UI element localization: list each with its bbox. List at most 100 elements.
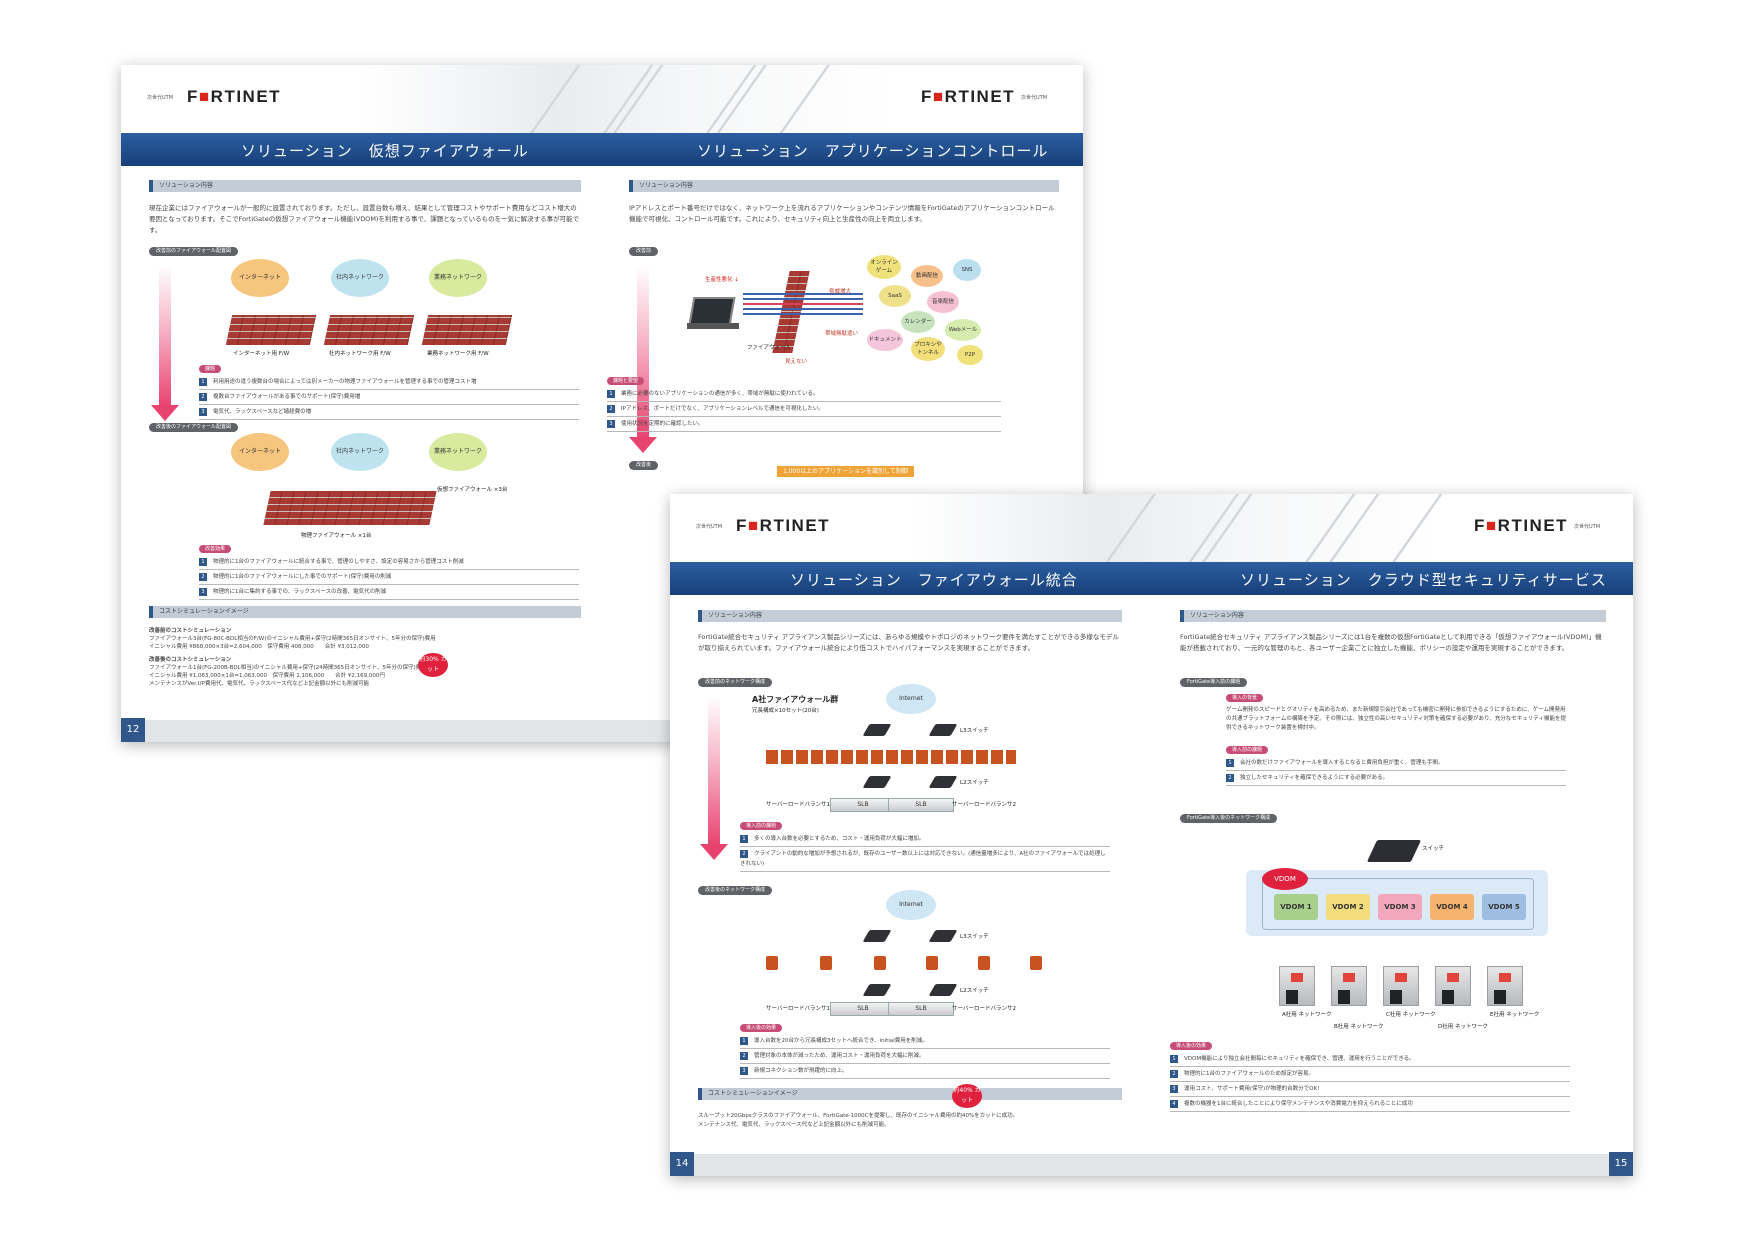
- slb2-label: サーバーロードバランサ2: [952, 800, 1016, 808]
- page-footer: [670, 1154, 1633, 1176]
- page-title: ソリューション 仮想ファイアウォール: [241, 140, 529, 161]
- page-number: 14: [670, 1152, 694, 1176]
- fw-caption: 物理ファイアウォール ×1台: [301, 531, 371, 539]
- l2-switch-icon: [863, 776, 892, 788]
- l3-switch-icon: [929, 930, 958, 942]
- section-heading: ソリューション内容: [629, 180, 1059, 192]
- savings-badge: 約40% カット: [952, 1084, 982, 1108]
- pc-icon: [1442, 990, 1454, 1004]
- diagram-label: 改善前のファイアウォール配置図: [149, 247, 238, 256]
- effects-tag: 改善効果: [199, 545, 231, 553]
- intro-text: IPアドレスとポート番号だけではなく、ネットワーク上を流れるアプリケーションやコ…: [629, 203, 1059, 225]
- internet-cloud: Internet: [886, 684, 936, 714]
- vdom-box: VDOM 3: [1378, 894, 1422, 920]
- pc-icon: [1338, 990, 1350, 1004]
- intro-text: 現在企業にはファイアウォールが一般的に設置されております。ただし、設置台数も増え…: [149, 203, 581, 236]
- issues-tag: 導入前の課題: [740, 822, 782, 830]
- arrow-icon: [708, 696, 720, 846]
- l2-switch-icon: [929, 984, 958, 996]
- vdom-badge: VDOM: [1262, 868, 1308, 890]
- background-tag: 導入の背景: [1226, 694, 1263, 702]
- section-heading: ソリューション内容: [1180, 610, 1606, 622]
- l2-switch-icon: [863, 984, 892, 996]
- title-bar: ソリューション 仮想ファイアウォール ソリューション アプリケーションコントロー…: [121, 133, 1083, 166]
- firewall-wall: [324, 315, 414, 345]
- firewall-wall: [772, 271, 809, 353]
- slb-device: SLB: [830, 798, 896, 812]
- firewall-icon: [926, 956, 938, 970]
- firewall-wall: [422, 315, 512, 345]
- l2-label: L2スイッチ: [960, 778, 989, 786]
- effect-list: 1物理的に1台のファイアウォールに統合する事で、管理のしやすさ、設定の容易さから…: [199, 555, 579, 600]
- list-item: 4複数の機器を1台に統合したことにより保守メンテナンスや消費電力を抑えられること…: [1170, 1097, 1570, 1112]
- l3-label: L3スイッチ: [960, 726, 989, 734]
- laptop-icon: [689, 297, 736, 325]
- diagram-label: FortiGate導入前の課題: [1180, 678, 1247, 687]
- cloud-internet: インターネット: [231, 259, 289, 297]
- firewall-wall: [263, 491, 436, 525]
- fw-caption: 仮想ファイアウォール ×3台: [437, 485, 507, 493]
- fortinet-logo: F■RTINET: [736, 516, 830, 536]
- tagline: 次世代UTM: [696, 523, 722, 530]
- group-title: A社ファイアウォール群: [752, 694, 838, 705]
- slb-device: SLB: [830, 1002, 896, 1016]
- background-text: ゲーム開発のスピードとクオリティを高めるため、また新規取引会社であっても機密に開…: [1226, 706, 1566, 733]
- issue-list: 1会社の数だけファイアウォールを導入するとなると費用負担が重く、管理も手間。 2…: [1226, 756, 1566, 786]
- intro-text: FortiGate統合セキュリティ アプライアンス製品シリーズには1台を複数の仮…: [1180, 632, 1606, 654]
- savings-badge: 約30% カット: [418, 653, 448, 677]
- pc-icon: [1390, 990, 1402, 1004]
- tagline: 次世代UTM: [1574, 523, 1600, 530]
- firewall-icon: [874, 956, 886, 970]
- slb-device: SLB: [888, 798, 954, 812]
- app-bubble: SaaS: [879, 285, 911, 307]
- l3-switch-icon: [929, 724, 958, 736]
- issue-list: 1多くの導入台数を必要とするため、コスト・運用負荷が大幅に増加。 2クライアント…: [740, 832, 1110, 872]
- cloud-business: 業務ネットワーク: [429, 259, 487, 297]
- page-title: ソリューション アプリケーションコントロール: [697, 140, 1048, 161]
- section-heading: ソリューション内容: [698, 610, 1122, 622]
- app-bubble: カレンダー: [901, 311, 935, 333]
- network-label: D社用 ネットワーク: [1438, 1022, 1488, 1030]
- list-item: 3使用状況を定期的に確認したい。: [607, 417, 1001, 432]
- cloud-business: 業務ネットワーク: [429, 433, 487, 471]
- slb-device: SLB: [888, 1002, 954, 1016]
- diagram-label: 改善後: [629, 461, 658, 470]
- list-item: 1VDOM機能により独立会社間毎にセキュリティを確保でき、管理、運用を行うことが…: [1170, 1052, 1570, 1067]
- cloud-internal: 社内ネットワーク: [331, 433, 389, 471]
- issues-tag: 課題と要望: [607, 377, 644, 385]
- app-bubble: オンライン ゲーム: [867, 255, 901, 279]
- firewall-icon: [978, 956, 990, 970]
- laptop-base: [687, 323, 739, 329]
- network-label: E社用 ネットワーク: [1490, 1010, 1539, 1018]
- effects-tag: 導入後の効果: [1170, 1042, 1212, 1050]
- l2-label: L2スイッチ: [960, 986, 989, 994]
- risk-label: 脅威増大: [829, 287, 851, 295]
- page-number: 12: [121, 718, 145, 742]
- issues-tag: 課題: [199, 365, 221, 373]
- list-item: 1多くの導入台数を必要とするため、コスト・運用負荷が大幅に増加。: [740, 832, 1110, 847]
- section-heading: コストシミュレーションイメージ: [698, 1088, 1122, 1100]
- app-bubble: プロキシや トンネル: [911, 337, 945, 361]
- app-control-banner: 1,000以上のアプリケーションを識別して制御: [777, 466, 914, 477]
- invisible-label: 見えない: [785, 357, 807, 365]
- vdom-box: VDOM 4: [1430, 894, 1474, 920]
- app-bubble: SNS: [953, 259, 981, 281]
- diagram-label: FortiGate導入後のネットワーク構成: [1180, 814, 1277, 823]
- section-heading: コストシミュレーションイメージ: [149, 606, 581, 618]
- tagline: 次世代UTM: [1021, 94, 1047, 101]
- front-spread: 次世代UTM F■RTINET F■RTINET 次世代UTM ソリューション …: [670, 494, 1633, 1176]
- cost-text: スループット20Gbpsクラスのファイアウォール、FortiGate-1000C…: [698, 1112, 1122, 1130]
- cloud-internal: 社内ネットワーク: [331, 259, 389, 297]
- network-label: C社用 ネットワーク: [1386, 1010, 1436, 1018]
- title-bar: ソリューション ファイアウォール統合 ソリューション クラウド型セキュリティサー…: [670, 562, 1633, 595]
- fortinet-logo: F■RTINET: [187, 87, 281, 107]
- list-item: 2複数台ファイアウォールがある事でのサポート(保守)費用増: [199, 390, 579, 405]
- slb1-label: サーバーロードバランサ1: [766, 1004, 830, 1012]
